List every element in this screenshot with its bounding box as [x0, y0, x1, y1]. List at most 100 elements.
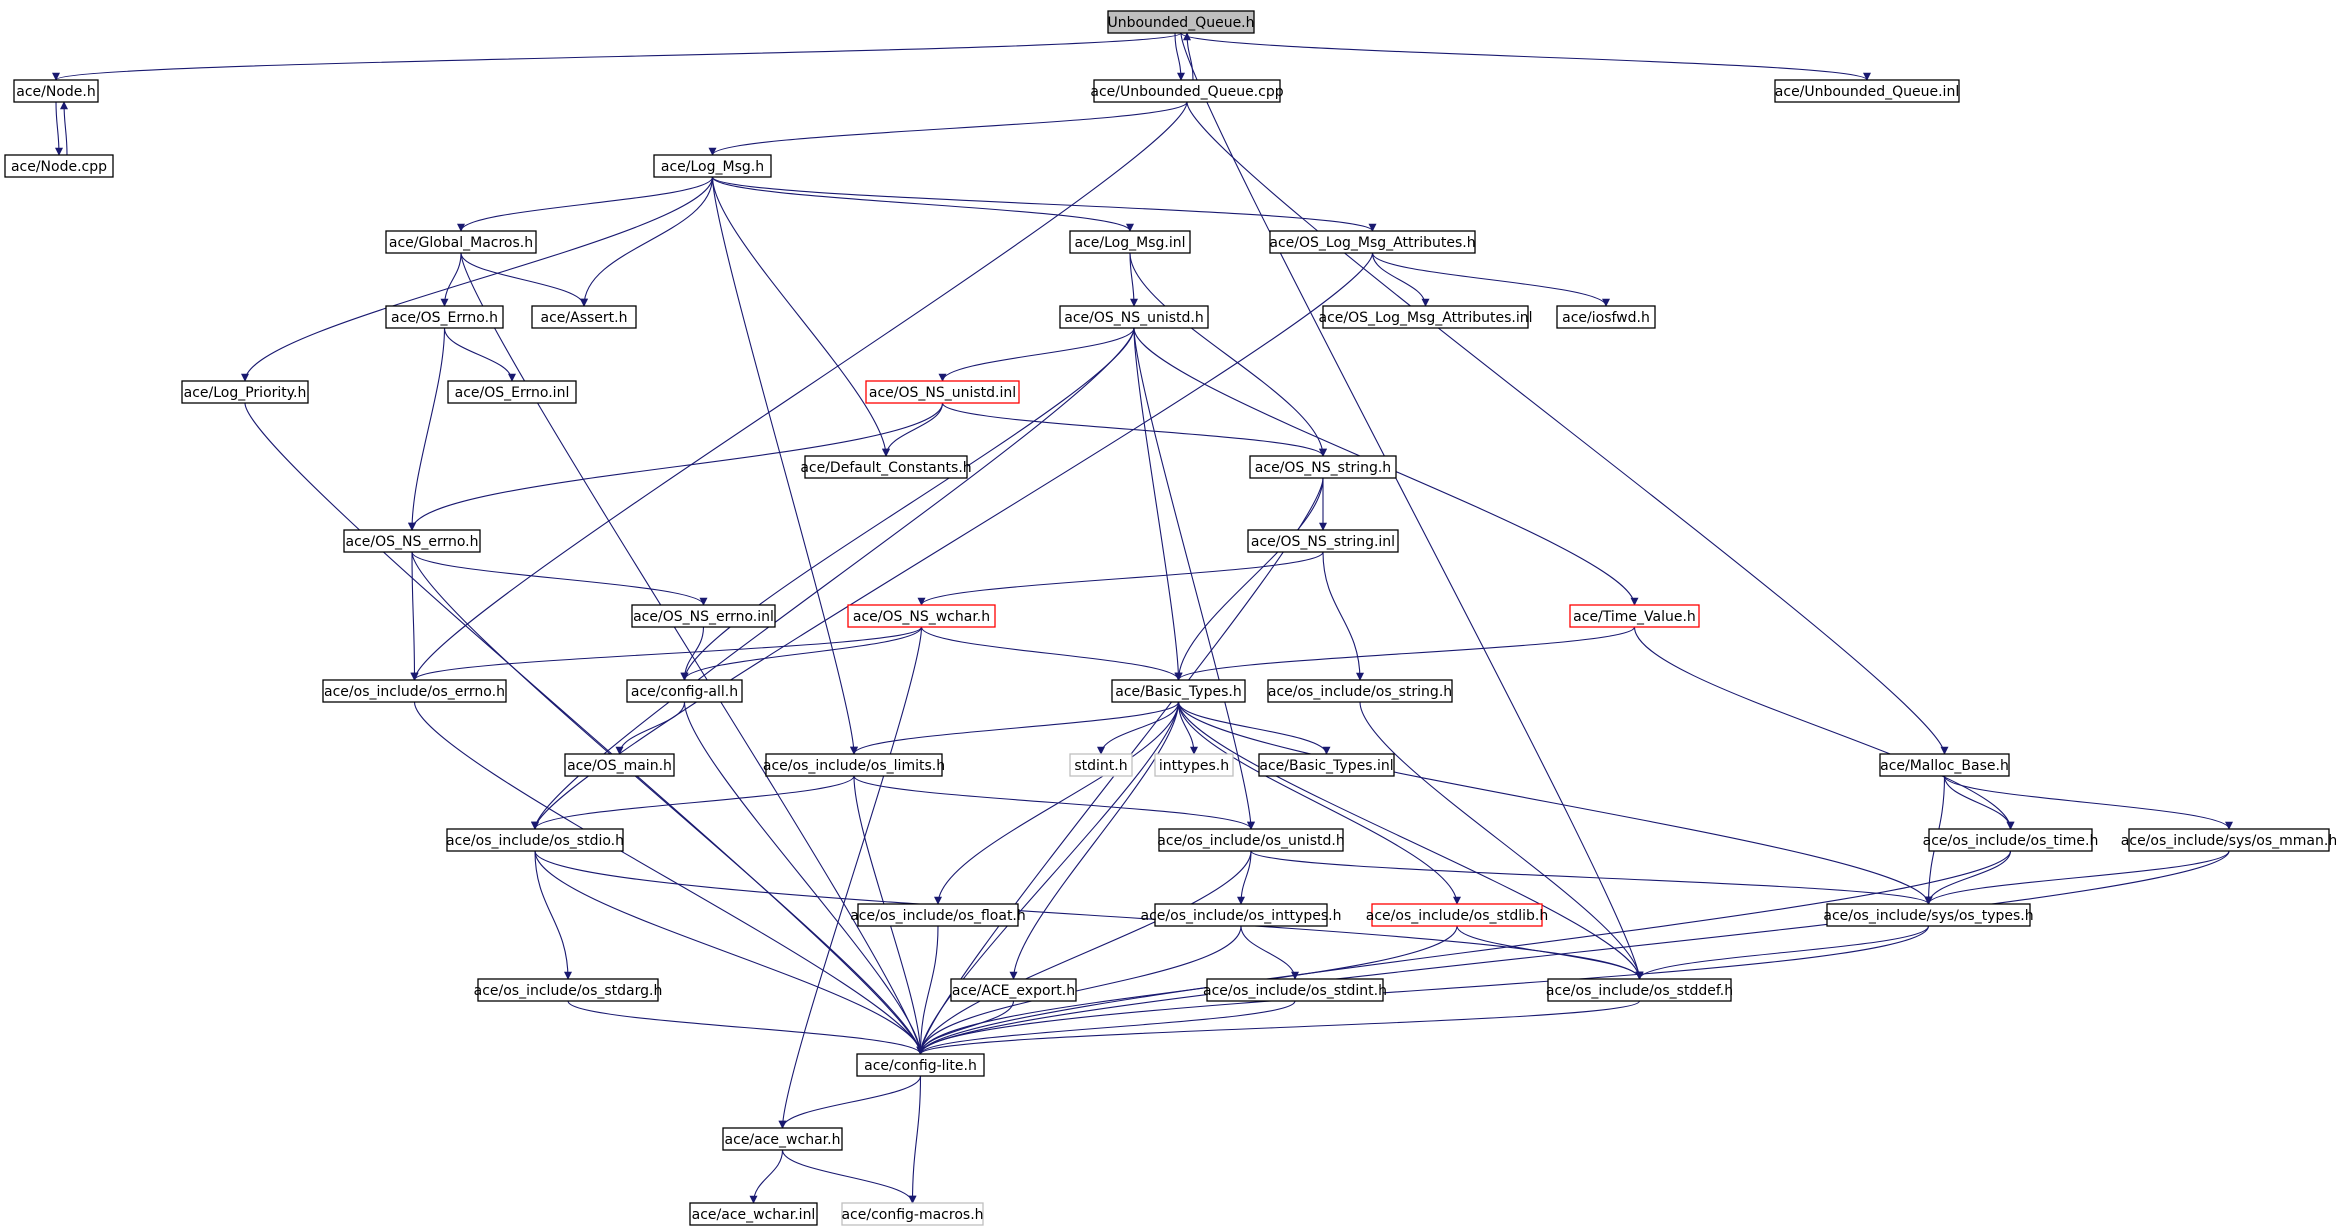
node-box[interactable]: [626, 679, 743, 703]
node-n39[interactable]: ace/os_include/os_inttypes.h: [1141, 903, 1342, 927]
node-n8[interactable]: ace/OS_Log_Msg_Attributes.h: [1269, 230, 1476, 254]
node-n10[interactable]: ace/Assert.h: [531, 305, 637, 329]
node-n26[interactable]: ace/Basic_Types.h: [1111, 679, 1246, 703]
node-box[interactable]: [857, 903, 1019, 927]
node-box[interactable]: [722, 1127, 843, 1151]
node-n34[interactable]: ace/os_include/os_stdio.h: [446, 828, 624, 852]
node-box[interactable]: [1069, 230, 1191, 254]
node-box[interactable]: [841, 1202, 984, 1226]
node-box[interactable]: [950, 978, 1077, 1002]
node-box[interactable]: [13, 79, 99, 103]
node-box[interactable]: [1247, 529, 1399, 553]
node-n0[interactable]: Unbounded_Queue.h: [1107, 10, 1255, 34]
node-box[interactable]: [765, 753, 943, 777]
node-box[interactable]: [1059, 305, 1209, 329]
node-n28[interactable]: ace/OS_main.h: [564, 753, 675, 777]
node-n41[interactable]: ace/os_include/sys/os_types.h: [1823, 903, 2034, 927]
node-n35[interactable]: ace/os_include/os_unistd.h: [1157, 828, 1345, 852]
node-box[interactable]: [689, 1202, 818, 1226]
node-box[interactable]: [1069, 753, 1133, 777]
node-box[interactable]: [653, 154, 772, 178]
node-n37[interactable]: ace/os_include/sys/os_mman.h: [2121, 828, 2336, 852]
node-n43[interactable]: ace/ACE_export.h: [950, 978, 1077, 1002]
node-box[interactable]: [865, 380, 1020, 404]
node-box[interactable]: [1111, 679, 1246, 703]
node-box[interactable]: [1928, 828, 2093, 852]
node-n33[interactable]: ace/Malloc_Base.h: [1879, 753, 2010, 777]
node-box[interactable]: [477, 978, 659, 1002]
node-n40[interactable]: ace/os_include/os_stdlib.h: [1366, 903, 1548, 927]
node-n9[interactable]: ace/OS_Errno.h: [385, 305, 504, 329]
node-box[interactable]: [1826, 903, 2031, 927]
node-box[interactable]: [1249, 455, 1397, 479]
node-n13[interactable]: ace/iosfwd.h: [1556, 305, 1656, 329]
node-n11[interactable]: ace/OS_NS_unistd.h: [1059, 305, 1209, 329]
node-box[interactable]: [1569, 604, 1700, 628]
node-box[interactable]: [385, 305, 504, 329]
node-box[interactable]: [447, 380, 577, 404]
node-n29[interactable]: ace/os_include/os_limits.h: [763, 753, 945, 777]
node-box[interactable]: [1269, 230, 1476, 254]
node-n4[interactable]: ace/Unbounded_Queue.inl: [1774, 79, 1960, 103]
node-box[interactable]: [181, 380, 309, 404]
node-box[interactable]: [564, 753, 675, 777]
node-n2[interactable]: ace/Node.cpp: [4, 154, 114, 178]
node-box[interactable]: [1107, 10, 1255, 34]
node-n17[interactable]: ace/Default_Constants.h: [800, 455, 972, 479]
node-box[interactable]: [343, 529, 481, 553]
node-box[interactable]: [804, 455, 968, 479]
node-n3[interactable]: ace/Unbounded_Queue.cpp: [1090, 79, 1284, 103]
node-box[interactable]: [1093, 79, 1281, 103]
node-n38[interactable]: ace/os_include/os_float.h: [850, 903, 1026, 927]
node-n14[interactable]: ace/Log_Priority.h: [181, 380, 309, 404]
node-n21[interactable]: ace/OS_NS_errno.inl: [631, 604, 776, 628]
node-n20[interactable]: ace/OS_NS_string.inl: [1247, 529, 1399, 553]
node-box[interactable]: [1547, 978, 1732, 1002]
node-box[interactable]: [1206, 978, 1384, 1002]
node-n31[interactable]: inttypes.h: [1154, 753, 1234, 777]
node-box[interactable]: [1322, 305, 1529, 329]
node-n48[interactable]: ace/ace_wchar.inl: [689, 1202, 818, 1226]
node-box[interactable]: [1158, 828, 1344, 852]
node-n24[interactable]: ace/os_include/os_errno.h: [322, 679, 507, 703]
node-n44[interactable]: ace/os_include/os_stdint.h: [1203, 978, 1387, 1002]
node-n45[interactable]: ace/os_include/os_stddef.h: [1546, 978, 1733, 1002]
node-box[interactable]: [2128, 828, 2330, 852]
node-n19[interactable]: ace/OS_NS_errno.h: [343, 529, 481, 553]
node-box[interactable]: [1774, 79, 1960, 103]
node-n32[interactable]: ace/Basic_Types.inl: [1258, 753, 1395, 777]
node-box[interactable]: [1371, 903, 1543, 927]
node-n25[interactable]: ace/config-all.h: [626, 679, 743, 703]
node-n7[interactable]: ace/Log_Msg.inl: [1069, 230, 1191, 254]
node-box[interactable]: [322, 679, 507, 703]
node-box[interactable]: [847, 604, 996, 628]
node-n23[interactable]: ace/Time_Value.h: [1569, 604, 1700, 628]
node-box[interactable]: [1879, 753, 2010, 777]
node-box[interactable]: [4, 154, 114, 178]
node-box[interactable]: [1267, 679, 1453, 703]
node-n15[interactable]: ace/OS_Errno.inl: [447, 380, 577, 404]
node-n36[interactable]: ace/os_include/os_time.h: [1923, 828, 2099, 852]
node-n1[interactable]: ace/Node.h: [13, 79, 99, 103]
node-n42[interactable]: ace/os_include/os_stdarg.h: [474, 978, 663, 1002]
node-box[interactable]: [531, 305, 637, 329]
node-box[interactable]: [385, 230, 537, 254]
node-box[interactable]: [631, 604, 776, 628]
node-box[interactable]: [856, 1053, 985, 1077]
node-n30[interactable]: stdint.h: [1069, 753, 1133, 777]
node-n49[interactable]: ace/config-macros.h: [841, 1202, 984, 1226]
node-box[interactable]: [446, 828, 624, 852]
node-n6[interactable]: ace/Global_Macros.h: [385, 230, 537, 254]
node-box[interactable]: [1154, 903, 1328, 927]
node-box[interactable]: [1556, 305, 1656, 329]
node-n5[interactable]: ace/Log_Msg.h: [653, 154, 772, 178]
node-box[interactable]: [1258, 753, 1395, 777]
node-n27[interactable]: ace/os_include/os_string.h: [1267, 679, 1453, 703]
node-n47[interactable]: ace/ace_wchar.h: [722, 1127, 843, 1151]
node-n22[interactable]: ace/OS_NS_wchar.h: [847, 604, 996, 628]
node-n18[interactable]: ace/OS_NS_string.h: [1249, 455, 1397, 479]
node-n46[interactable]: ace/config-lite.h: [856, 1053, 985, 1077]
node-box[interactable]: [1154, 753, 1234, 777]
node-n16[interactable]: ace/OS_NS_unistd.inl: [865, 380, 1020, 404]
node-n12[interactable]: ace/OS_Log_Msg_Attributes.inl: [1319, 305, 1533, 329]
